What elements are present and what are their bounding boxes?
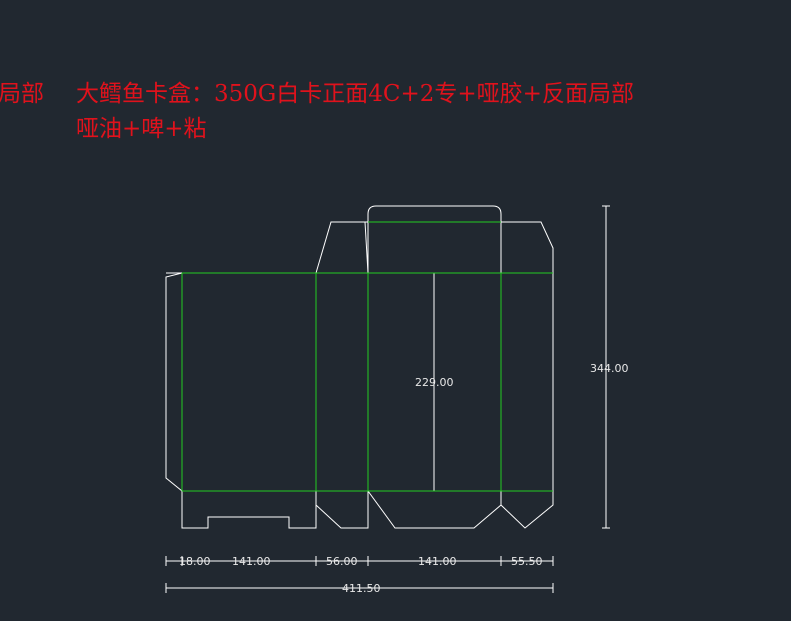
dim-side2-label: 55.50 xyxy=(511,555,543,568)
bottom-flap-side1 xyxy=(315,491,369,529)
title-line-2: 哑油+啤+粘 xyxy=(76,116,207,142)
cut-lines xyxy=(165,205,554,529)
dim-panel1-label: 141.00 xyxy=(232,555,271,568)
dim-total-width-label: 411.50 xyxy=(342,582,381,595)
glue-flap-outline xyxy=(165,272,183,492)
dim-height-inner-label: 229.00 xyxy=(415,376,454,389)
dim-horizontal-total xyxy=(165,583,554,593)
dim-height-total-label: 344.00 xyxy=(590,362,629,375)
top-dust-flap-right xyxy=(501,221,554,273)
dim-horizontal-segments xyxy=(165,556,554,566)
dim-side1-label: 56.00 xyxy=(326,555,358,568)
title-line-1: 大鳕鱼卡盒：350G白卡正面4C+2专+哑胶+反面局部 xyxy=(76,81,634,107)
dim-glue-label: 18.00 xyxy=(179,555,211,568)
dim-vertical-total xyxy=(602,205,610,529)
bottom-flap-side2 xyxy=(500,491,554,529)
fold-lines xyxy=(181,221,553,492)
bottom-flap-panel1 xyxy=(181,491,317,529)
bottom-flap-panel2 xyxy=(367,490,502,529)
dim-panel2-label: 141.00 xyxy=(418,555,457,568)
title-prefix-cut: 局部 xyxy=(0,81,44,107)
top-dust-flap-left xyxy=(315,221,369,274)
carry-handle xyxy=(367,205,502,273)
